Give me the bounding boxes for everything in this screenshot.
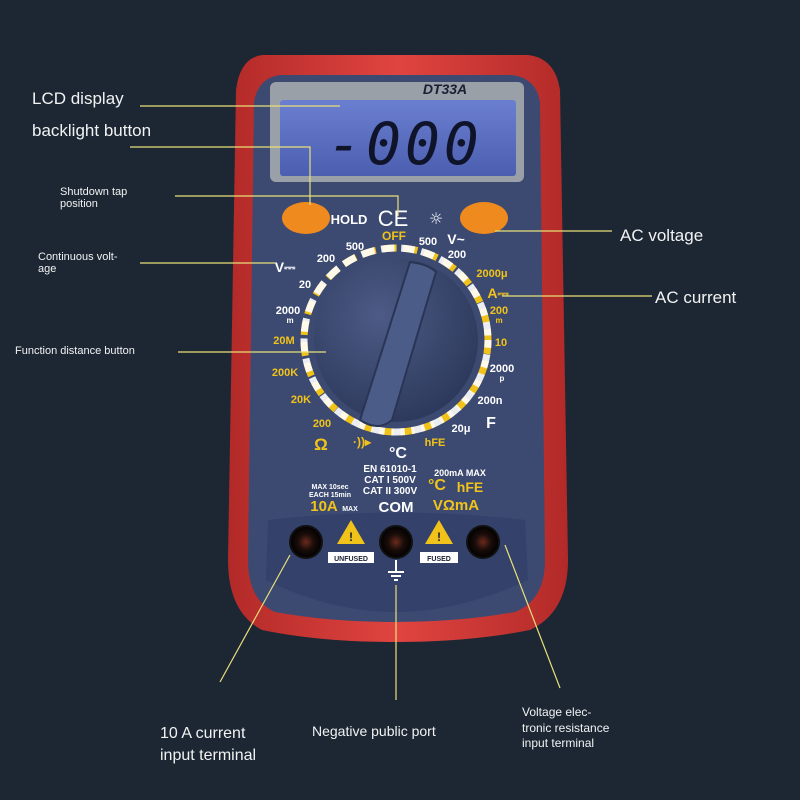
annotation-ac-current: AC current [655,288,737,307]
com-label: COM [379,499,414,516]
lcd-reading: -000 [327,110,483,178]
tenA-max: MAX [342,506,358,513]
dial-dcv-2000: 2000 [276,305,300,317]
dial-cap-2000: 2000 [490,363,514,375]
fused-label: FUSED [427,556,451,563]
spec-line-3: CAT II 300V [363,486,418,497]
annotation-backlight-button: backlight button [32,121,152,140]
dial-cur-200: 200 [490,305,508,317]
spec-line-2: CAT I 500V [364,475,416,486]
annotation-ac-voltage: AC voltage [620,226,704,245]
backlight-button[interactable] [460,202,508,234]
unfused-tag [328,552,374,563]
annotation-shutdown-position: Shutdown tap position [60,186,128,211]
dial-dcv-m: m [286,316,293,325]
fused-tag [420,552,458,563]
jack-temp-label: °C [428,477,446,494]
lcd-display [280,100,516,176]
dial-acv-500: 500 [419,236,437,248]
leader-vohm [504,544,561,689]
warning-icon-fused: ! [425,520,453,544]
dial-dcv-20: 20 [299,279,311,291]
jack-hfe-label: hFE [457,479,483,495]
annotation-continuous-voltage: Continuous volt- age [38,251,118,276]
dial-cap-F: F [486,415,496,432]
annotation-lcd-display: LCD display [32,89,124,108]
knob-pointer[interactable] [358,260,438,427]
dial-cap-p: p [500,374,505,383]
svg-text:!: ! [437,530,441,544]
dial-dcv-symbol: V⎓ [275,259,296,275]
dial-res-200K: 200K [272,367,298,379]
dial-dcv-200: 200 [317,253,335,265]
dial-cur-2000u: 2000μ [476,268,507,280]
annotation-negative-port: Negative public port [312,723,436,739]
dial-hfe: hFE [425,437,446,449]
spec-line-1: EN 61010-1 [363,464,417,475]
max-note-1: MAX 10sec [312,484,349,491]
max-note-2: EACH 15min [309,492,351,499]
svg-text:!: ! [349,530,353,544]
warning-icon-unfused: ! [337,520,365,544]
jack-vohm-label: VΩmA [433,497,479,514]
leader-backlight [130,146,311,205]
dial-cap-200n: 200n [477,395,502,407]
hold-button[interactable] [282,202,330,234]
dial-res-20K: 20K [291,394,311,406]
hold-label: HOLD [331,212,368,227]
model-label: DT33A [423,81,467,97]
jack-com[interactable] [379,525,413,559]
dial-ring-white [300,244,492,436]
annotation-voltage-terminal: Voltage elec- tronic resistance input te… [522,705,610,751]
dial-res-20M: 20M [273,335,294,347]
unfused-label: UNFUSED [334,556,368,563]
jack-vohm[interactable] [466,525,500,559]
jack-10a[interactable] [289,525,323,559]
annotation-function-button: Function distance button [15,345,135,357]
ce-mark: CE [378,206,409,231]
backlight-icon: ☼ [429,209,443,228]
leader-10a [219,554,291,683]
ground-icon [388,560,404,581]
dial-temp: °C [389,445,407,462]
dial-cur-10: 10 [495,337,507,349]
annotation-10a-terminal: 10 A current input terminal [160,725,257,765]
dial-diode: ·))▸ [353,435,372,449]
dial-ohm: Ω [314,435,328,454]
dial-off: OFF [382,229,406,243]
dial-cur-m: m [495,316,502,325]
dial-cur-A: A⎓ [487,285,509,301]
dial-dcv-500: 500 [346,241,364,253]
dial-res-200: 200 [313,418,331,430]
dial-acv-200: 200 [448,249,466,261]
tenA-label: 10A [310,498,338,515]
dial-acv-symbol: V~ [447,231,465,247]
leader-shutdown [175,195,399,216]
dial-cap-20u: 20μ [452,423,471,435]
ma-max: 200mA MAX [434,468,486,478]
